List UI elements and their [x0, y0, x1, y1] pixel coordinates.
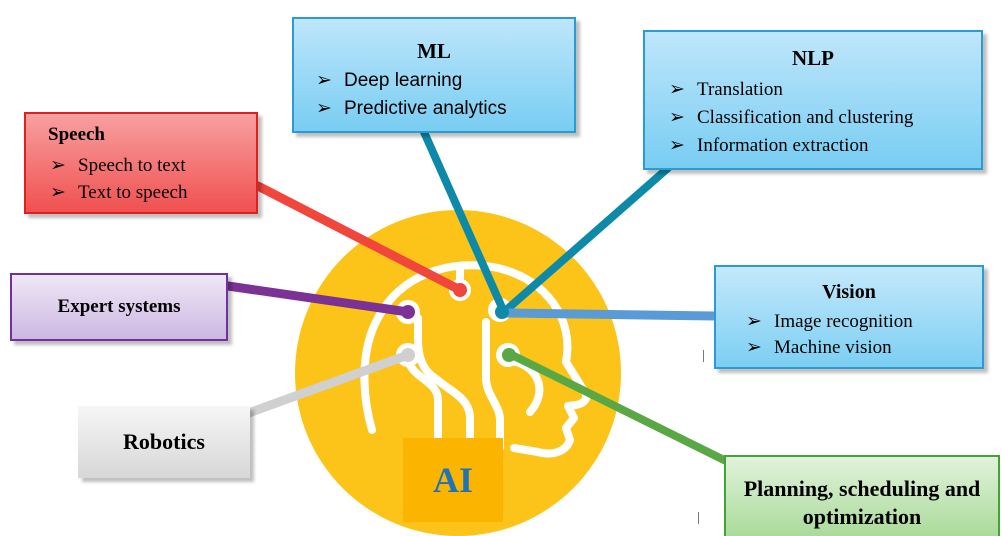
arrow-bullet-icon: ➢ — [669, 135, 685, 156]
ai-label: AI — [432, 460, 473, 500]
list-item: ➢ Classification and clustering — [667, 104, 913, 132]
item-label: Classification and clustering — [697, 107, 914, 128]
expert-systems-title: Expert systems — [57, 296, 181, 317]
speech-connector — [253, 181, 465, 295]
stray-tick-mark — [703, 350, 704, 362]
robotics-connector — [241, 350, 413, 419]
speech-title: Speech — [48, 124, 105, 145]
vision-item-list: ➢ Image recognition ➢ Machine vision — [744, 309, 913, 361]
item-label: Text to speech — [78, 182, 188, 203]
arrow-bullet-icon: ➢ — [50, 155, 66, 176]
speech-item-list: ➢ Speech to text ➢ Text to speech — [48, 152, 187, 206]
planning-connector — [506, 350, 728, 464]
planning-box: Planning, scheduling and optimization — [724, 455, 1000, 536]
item-label: Translation — [697, 79, 783, 100]
ml-item-list: ➢ Deep learning ➢ Predictive analytics — [314, 67, 507, 123]
expert-systems-box: Expert systems — [10, 273, 228, 341]
expert-connector — [223, 281, 413, 317]
ml-box: ML ➢ Deep learning ➢ Predictive analytics — [292, 17, 576, 133]
ml-connector — [420, 128, 508, 316]
ai-center-box: AI — [403, 438, 503, 522]
robotics-node-dot — [401, 348, 415, 362]
robotics-title: Robotics — [123, 429, 205, 454]
item-label: Information extraction — [697, 135, 869, 156]
speech-node-dot — [453, 283, 467, 297]
list-item: ➢ Image recognition — [744, 309, 913, 335]
item-label: Machine vision — [774, 337, 892, 358]
arrow-bullet-icon: ➢ — [746, 311, 762, 332]
item-label: Image recognition — [774, 311, 913, 332]
robotics-box: Robotics — [78, 406, 250, 478]
speech-box: Speech ➢ Speech to text ➢ Text to speech — [24, 112, 258, 214]
arrow-bullet-icon: ➢ — [316, 70, 332, 91]
nlp-box: NLP ➢ Translation ➢ Classification and clu… — [643, 30, 983, 170]
arrow-bullet-icon: ➢ — [316, 98, 332, 119]
ml-nlp-node-dot — [495, 305, 509, 319]
item-label: Speech to text — [78, 155, 186, 176]
stray-tick-mark — [698, 512, 699, 524]
list-item: ➢ Text to speech — [48, 179, 187, 206]
arrow-bullet-icon: ➢ — [746, 337, 762, 358]
nlp-item-list: ➢ Translation ➢ Classification and cluster… — [667, 76, 913, 160]
expert-node-dot — [401, 305, 415, 319]
list-item: ➢ Predictive analytics — [314, 95, 507, 123]
arrow-bullet-icon: ➢ — [50, 182, 66, 203]
list-item: ➢ Speech to text — [48, 152, 187, 179]
ml-title: ML — [417, 39, 451, 63]
nlp-title: NLP — [792, 46, 834, 70]
planning-node-dot — [502, 348, 516, 362]
vision-title: Vision — [822, 281, 876, 303]
nlp-connector — [500, 164, 672, 316]
item-label: Predictive analytics — [344, 98, 507, 119]
vision-box: Vision ➢ Image recognition ➢ Machine visio… — [714, 265, 984, 369]
list-item: ➢ Deep learning — [314, 67, 507, 95]
planning-title: Planning, scheduling and optimization — [743, 476, 981, 529]
list-item: ➢ Machine vision — [744, 335, 913, 361]
list-item: ➢ Information extraction — [667, 132, 913, 160]
arrow-bullet-icon: ➢ — [669, 79, 685, 100]
arrow-bullet-icon: ➢ — [669, 107, 685, 128]
list-item: ➢ Translation — [667, 76, 913, 104]
item-label: Deep learning — [344, 70, 463, 91]
vision-connector — [503, 308, 715, 321]
